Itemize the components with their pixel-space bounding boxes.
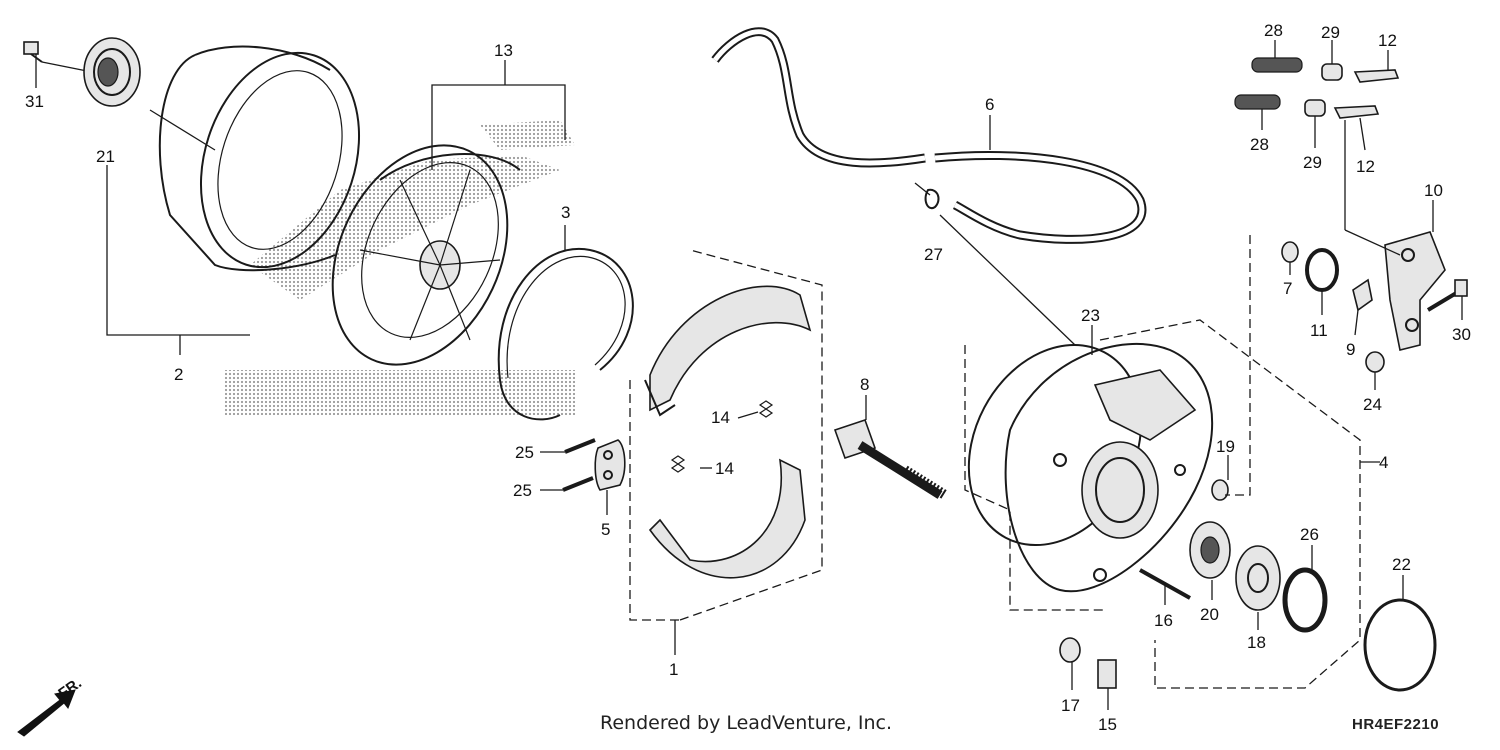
brake-camshaft-8	[833, 418, 948, 500]
bolt-31	[23, 41, 93, 73]
washer-17	[1059, 637, 1081, 663]
label-12-upper: 12	[1378, 31, 1397, 50]
snap-ring-26	[1282, 567, 1328, 633]
label-5: 5	[601, 520, 610, 539]
label-28-lower: 28	[1250, 135, 1269, 154]
front-direction-arrow-icon	[17, 689, 76, 737]
label-11: 11	[1310, 321, 1328, 340]
tube-clip-27	[914, 182, 940, 210]
pin-25-upper	[564, 438, 596, 454]
pin-25-lower	[562, 476, 594, 492]
label-17: 17	[1061, 696, 1080, 715]
label-14-upper: 14	[711, 408, 730, 427]
diagram-code: HR4EF2210	[1352, 716, 1440, 733]
bolt-30	[1426, 279, 1468, 312]
label-8: 8	[860, 375, 869, 394]
label-19: 19	[1216, 437, 1235, 456]
pin-12-upper	[1353, 69, 1400, 83]
spring-11	[1305, 248, 1339, 292]
plate-9	[1352, 278, 1373, 312]
washer-19	[1211, 479, 1229, 501]
label-30: 30	[1452, 325, 1471, 344]
breather-tube-6	[711, 27, 1147, 244]
label-26: 26	[1300, 525, 1319, 544]
leader-lines	[35, 40, 1463, 710]
brake-panel-4	[1004, 342, 1214, 593]
seal-20	[1189, 521, 1231, 579]
washer-7	[1281, 241, 1299, 263]
o-ring-22	[1363, 598, 1437, 692]
label-20: 20	[1200, 605, 1219, 624]
brake-arm-10	[1344, 120, 1446, 351]
label-6: 6	[985, 95, 994, 114]
brake-shoe-lower	[648, 458, 806, 579]
stud-16	[1139, 568, 1191, 600]
label-27: 27	[924, 245, 943, 264]
label-21: 21	[96, 147, 115, 166]
label-12-lower: 12	[1356, 157, 1375, 176]
label-7: 7	[1283, 279, 1292, 298]
label-28-upper: 28	[1264, 21, 1283, 40]
honda-watermark-logo	[225, 120, 575, 415]
label-3: 3	[561, 203, 570, 222]
joint-29-lower	[1304, 99, 1326, 117]
brake-shoe-upper	[644, 285, 812, 417]
plate-5	[594, 439, 626, 491]
footer-credit: Rendered by LeadVenture, Inc.	[600, 712, 893, 734]
label-2: 2	[174, 365, 183, 384]
label-31: 31	[25, 92, 44, 111]
label-16: 16	[1154, 611, 1173, 630]
spring-14-lower	[670, 455, 686, 473]
label-25-lower: 25	[513, 481, 532, 500]
label-4: 4	[1379, 453, 1388, 472]
label-22: 22	[1392, 555, 1411, 574]
label-1: 1	[669, 660, 678, 679]
label-24: 24	[1363, 395, 1382, 414]
label-29-upper: 29	[1321, 23, 1340, 42]
nut-24	[1365, 351, 1385, 373]
o-ring-23	[967, 343, 1143, 547]
label-23: 23	[1081, 306, 1100, 325]
bearing-18	[1235, 545, 1281, 611]
label-10: 10	[1424, 181, 1443, 200]
label-29-lower: 29	[1303, 153, 1322, 172]
label-15: 15	[1098, 715, 1117, 734]
brake-drum-2	[149, 45, 361, 272]
label-25-upper: 25	[515, 443, 534, 462]
label-9: 9	[1346, 340, 1355, 359]
spring-14-upper	[758, 400, 774, 418]
pin-12-lower	[1333, 105, 1380, 119]
label-18: 18	[1247, 633, 1266, 652]
spring-28-lower	[1234, 94, 1281, 110]
label-14-lower: 14	[715, 459, 734, 478]
bolt-15	[1097, 659, 1117, 689]
label-13: 13	[494, 41, 513, 60]
brake-cover-13	[331, 144, 521, 366]
oil-seal-21	[83, 37, 141, 107]
snap-ring-3	[497, 247, 634, 421]
spring-28-upper	[1251, 57, 1303, 73]
joint-29-upper	[1321, 63, 1343, 81]
